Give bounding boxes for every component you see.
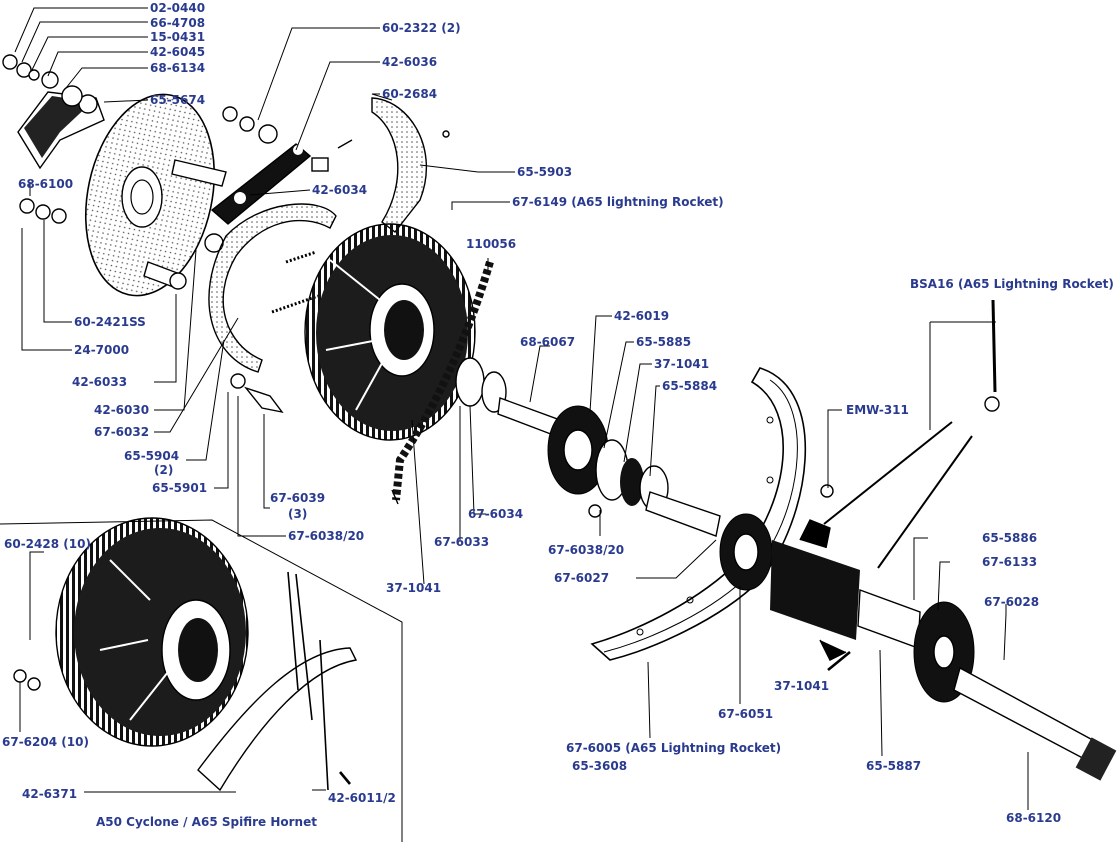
brake-lining-drawing <box>371 97 428 233</box>
label-65-5904: 65-5904 <box>124 449 179 463</box>
label-42-6034: 42-6034 <box>312 183 367 197</box>
label-37-1041-a: 37-1041 <box>654 357 709 371</box>
label-65-5886: 65-5886 <box>982 531 1037 545</box>
label-42-6033: 42-6033 <box>72 375 127 389</box>
label-60-2421SS: 60-2421SS <box>74 315 146 329</box>
label-37-1041-b: 37-1041 <box>386 581 441 595</box>
label-42-6036: 42-6036 <box>382 55 437 69</box>
label-68-6134: 68-6134 <box>150 61 205 75</box>
label-110056: 110056 <box>466 237 516 251</box>
spokes-drawing <box>823 299 997 569</box>
label-15-0431: 15-0431 <box>150 30 205 44</box>
label-65-5885: 65-5885 <box>636 335 691 349</box>
label-24-7000: 24-7000 <box>74 343 129 357</box>
label-60-2684: 60-2684 <box>382 87 437 101</box>
label-42-6030: 42-6030 <box>94 403 149 417</box>
label-67-6039-qty: (3) <box>288 507 307 521</box>
label-65-5904-qty: (2) <box>154 463 173 477</box>
label-67-6051: 67-6051 <box>718 707 773 721</box>
label-02-0440: 02-0440 <box>150 1 205 15</box>
label-67-6034: 67-6034 <box>468 507 523 521</box>
label-67-6032: 67-6032 <box>94 425 149 439</box>
rear-hub-drawing <box>719 513 1117 781</box>
label-67-6038-20-a: 67-6038/20 <box>288 529 364 543</box>
part-labels: 02-0440 66-4708 15-0431 42-6045 68-6134 … <box>2 1 1114 829</box>
label-67-6039: 67-6039 <box>270 491 325 505</box>
label-67-6149: 67-6149 (A65 lightning Rocket) <box>512 195 724 209</box>
label-67-6133: 67-6133 <box>982 555 1037 569</box>
label-67-6204: 67-6204 (10) <box>2 735 89 749</box>
inset-caption: A50 Cyclone / A65 Spifire Hornet <box>96 815 317 829</box>
label-66-4708: 66-4708 <box>150 16 205 30</box>
label-bsa16: BSA16 (A65 Lightning Rocket) <box>910 277 1114 291</box>
label-42-6011-2: 42-6011/2 <box>328 791 396 805</box>
brake-shoes-drawing <box>208 203 337 414</box>
brake-arm-drawing <box>210 139 353 225</box>
inset-hub-drawing <box>13 517 358 792</box>
label-68-6067: 68-6067 <box>520 335 575 349</box>
label-60-2322: 60-2322 (2) <box>382 21 461 35</box>
label-67-6028: 67-6028 <box>984 595 1039 609</box>
label-37-1041-c: 37-1041 <box>774 679 829 693</box>
hub-bearings-drawing <box>455 357 721 537</box>
label-68-6100: 68-6100 <box>18 177 73 191</box>
brake-plate-drawing <box>17 91 227 297</box>
inset-frame <box>0 519 403 842</box>
label-42-6371: 42-6371 <box>22 787 77 801</box>
small-nuts-washers-drawing <box>2 54 1000 518</box>
label-67-6033: 67-6033 <box>434 535 489 549</box>
label-60-2428: 60-2428 (10) <box>4 537 91 551</box>
brake-drum-sprocket-drawing <box>304 223 476 441</box>
drive-chain-drawing <box>391 260 494 505</box>
label-65-3608: 65-3608 <box>572 759 627 773</box>
label-67-6005: 67-6005 (A65 Lightning Rocket) <box>566 741 781 755</box>
label-65-5674: 65-5674 <box>150 93 205 107</box>
label-67-6038-20-b: 67-6038/20 <box>548 543 624 557</box>
label-65-5903: 65-5903 <box>517 165 572 179</box>
label-68-6120: 68-6120 <box>1006 811 1061 825</box>
leader-lines <box>14 7 1029 810</box>
label-67-6027: 67-6027 <box>554 571 609 585</box>
label-65-5884: 65-5884 <box>662 379 717 393</box>
label-42-6019: 42-6019 <box>614 309 669 323</box>
label-42-6045: 42-6045 <box>150 45 205 59</box>
label-65-5887: 65-5887 <box>866 759 921 773</box>
label-65-5901: 65-5901 <box>152 481 207 495</box>
label-emw-311: EMW-311 <box>846 403 909 417</box>
